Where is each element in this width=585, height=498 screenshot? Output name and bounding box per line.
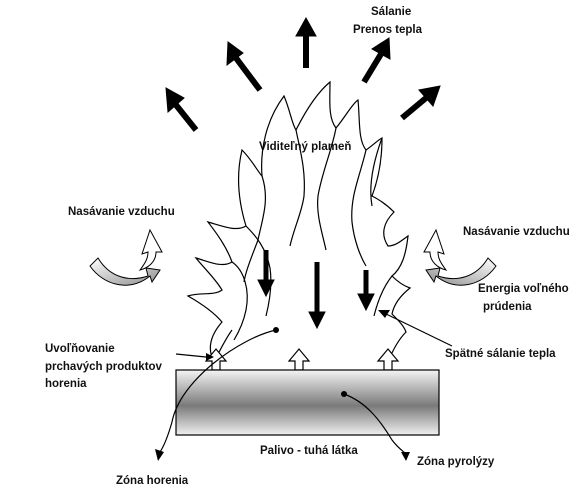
visible-flame-label: Viditeľný plameň	[259, 141, 351, 153]
radiation-arrow-left	[165, 87, 199, 132]
flame-tongue-1	[231, 261, 248, 341]
radiation-label: Sálanie	[371, 6, 411, 18]
flame-tongue-4	[373, 275, 393, 317]
radiation-arrows	[165, 16, 441, 132]
pyrolysis-zone-label: Zóna pyrolýzy	[417, 456, 495, 468]
back-radiation-arrow-1	[257, 250, 275, 298]
volatile-release-arrows	[204, 348, 400, 371]
volatile-arrow-2	[287, 348, 311, 371]
volatile-arrow-3	[376, 348, 400, 371]
air-intake-left-label: Nasávanie vzduchu	[68, 206, 175, 218]
back-radiation-arrow-3	[357, 270, 375, 312]
fuel-block	[175, 369, 440, 436]
air-intake-right-label: Nasávanie vzduchu	[463, 226, 570, 238]
air-intake-arrow-right	[423, 228, 497, 286]
volatile-arrow-1	[204, 348, 228, 371]
pointer-combustion-zone-head	[155, 449, 164, 461]
radiation-arrow-up	[295, 16, 317, 68]
radiation-arrow-upleft	[226, 41, 263, 92]
pointer-pyrolysis-zone	[343, 393, 407, 455]
flame-inner-left	[243, 175, 267, 283]
heat-transfer-label: Prenos tepla	[353, 24, 423, 36]
flame-outline	[186, 80, 412, 363]
free-flow-energy-label-2: prúdenia	[483, 301, 532, 313]
radiation-arrow-upright	[361, 37, 391, 84]
flame-inner-right	[351, 149, 367, 267]
pointer-volatile	[175, 353, 207, 358]
flame-tongue-3	[370, 137, 383, 207]
pointers	[155, 310, 453, 461]
pointer-volatile-head	[206, 353, 214, 361]
flame-inner-center	[289, 129, 305, 247]
flame	[186, 80, 412, 363]
pointer-back-radiation-head	[378, 310, 390, 318]
pointer-combustion-zone	[159, 329, 277, 453]
back-radiation-label: Spätné sálanie tepla	[445, 348, 556, 360]
fuel-label: Palivo - tuhá látka	[260, 445, 358, 457]
flame-inner-mid	[317, 127, 337, 251]
flame-tongue-2	[245, 225, 272, 317]
volatile-release-label-2: prchavých produktov	[45, 361, 163, 373]
air-intake-arrow-left	[89, 228, 163, 286]
pointer-back-radiation	[381, 311, 453, 347]
volatile-release-label-1: Uvoľňovanie	[45, 343, 115, 355]
back-radiation-arrow-2	[308, 262, 326, 330]
combustion-zone-label: Zóna horenia	[116, 475, 189, 487]
pointer-pyrolysis-zone-head	[401, 452, 410, 461]
radiation-arrow-right	[400, 85, 441, 121]
back-radiation-arrows	[257, 250, 375, 330]
free-flow-energy-label-1: Energia voľného	[478, 283, 569, 295]
volatile-release-label-3: horenia	[45, 378, 87, 390]
